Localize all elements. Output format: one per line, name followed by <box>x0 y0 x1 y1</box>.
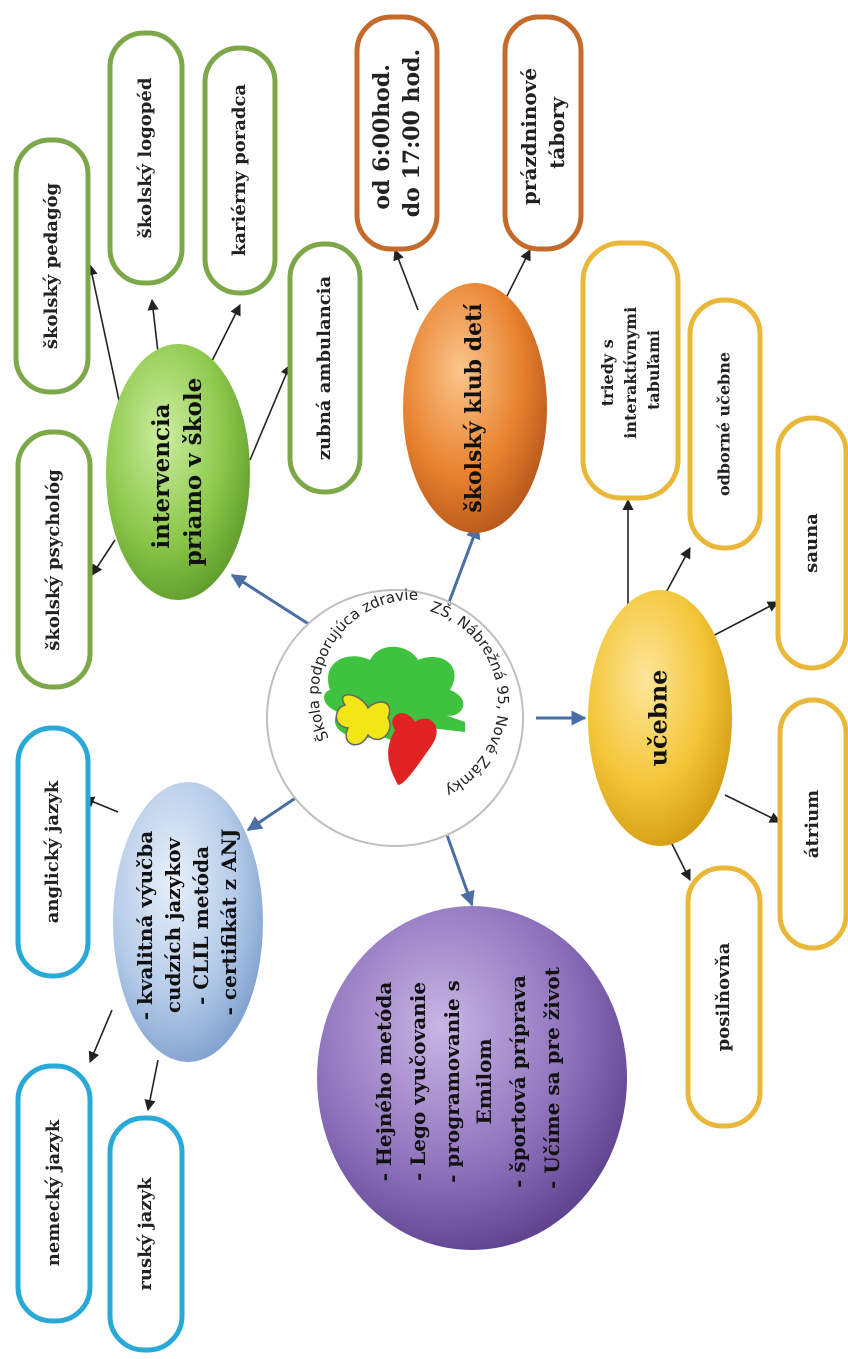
butterfly-icon <box>335 694 391 746</box>
arrow-ambulancia <box>249 363 292 461</box>
leaf-ambulancia <box>287 241 363 495</box>
branch-ucebne: učebne triedy s interaktívnymi tabuľami … <box>580 240 848 1129</box>
center-logo: Škola podporujúca zdravie ZŠ, Nábrežná 9… <box>266 586 524 847</box>
heart-icon <box>388 713 437 785</box>
leaf-posilnovna <box>685 865 763 1129</box>
leaf-nemecky <box>15 1063 93 1324</box>
leaf-logoped-label: školský logopéd <box>135 77 156 238</box>
leaf-tabory-label: prázdninové tábory <box>517 61 569 205</box>
metody-bubble <box>317 906 627 1250</box>
connector-metody <box>445 834 475 907</box>
leaf-tabory <box>502 14 584 252</box>
jazyky-bubble <box>113 782 263 1062</box>
leaf-pedagog-label: školský pedagóg <box>41 182 62 349</box>
leaf-anglicky <box>15 725 91 979</box>
branch-intervencia: intervencia priamo v škole školský psych… <box>13 30 363 690</box>
leaf-logoped <box>107 30 185 286</box>
leaf-posilnovna-label: posilňovňa <box>713 942 734 1051</box>
branch-klub: školský klub detí od 6:00hod. do 17:00 h… <box>354 14 584 533</box>
connector-intervencia <box>230 573 319 632</box>
leaf-triedy-label: triedy s interaktívnymi tabuľami <box>598 301 663 438</box>
leaf-atrium-label: átrium <box>802 790 823 858</box>
arrow-hodiny <box>393 248 419 311</box>
leaf-poradca-label: kariérny poradca <box>229 84 250 256</box>
leaf-nemecky-label: nemecký jazyk <box>43 1119 64 1266</box>
arrow-nemecky <box>88 1009 113 1064</box>
arrow-posilnovna <box>669 839 691 882</box>
ucebne-bubble <box>588 590 732 846</box>
leaf-rusky-label: ruský jazyk <box>135 1177 156 1291</box>
arrow-psycholog <box>91 539 116 576</box>
leaf-ambulancia-label: zubná ambulancia <box>314 275 335 460</box>
connector-klub <box>446 523 481 606</box>
leaf-connectors <box>82 248 782 1112</box>
intervencia-bubble <box>106 344 250 600</box>
leaf-hodiny-label: od 6:00hod. do 17:00 hod. <box>369 49 425 217</box>
jazyky-text: - kvalitná výučba cudzích jazykov - CLIL… <box>133 824 241 1020</box>
leaf-atrium <box>777 697 848 951</box>
branch-jazyky: - kvalitná výučba cudzích jazykov - CLIL… <box>15 725 263 1353</box>
intervencia-title: intervencia priamo v škole <box>148 378 207 567</box>
arrow-tabory <box>504 248 531 301</box>
leaf-psycholog <box>15 429 93 690</box>
connector-jazyky <box>246 793 301 832</box>
leaf-rusky <box>107 1115 185 1353</box>
leaf-sauna-label: sauna <box>801 513 822 573</box>
arrow-rusky <box>144 1059 159 1112</box>
leaf-psycholog-label: školský psychológ <box>43 469 64 651</box>
leaf-anglicky-label: anglický jazyk <box>42 780 63 923</box>
leaf-sauna <box>775 415 848 671</box>
klub-bubble <box>403 283 547 533</box>
arrow-sauna <box>704 601 779 641</box>
leaf-odborne-label: odborné učebne <box>715 352 734 496</box>
leaf-odborne <box>687 297 763 551</box>
metody-text: - Hejného metóda - Lego vyučovanie - pro… <box>372 966 564 1189</box>
leaf-pedagog <box>13 137 91 395</box>
center-connectors <box>230 523 587 907</box>
arrow-pedagog <box>86 263 121 406</box>
leaf-triedy <box>580 240 681 501</box>
arrow-atrium <box>724 794 782 823</box>
branch-metody: - Hejného metóda - Lego vyučovanie - pro… <box>317 906 627 1250</box>
ucebne-title: učebne <box>644 670 673 767</box>
klub-title: školský klub detí <box>461 303 487 513</box>
leaf-hodiny <box>354 14 440 252</box>
leaf-poradca <box>202 45 278 296</box>
